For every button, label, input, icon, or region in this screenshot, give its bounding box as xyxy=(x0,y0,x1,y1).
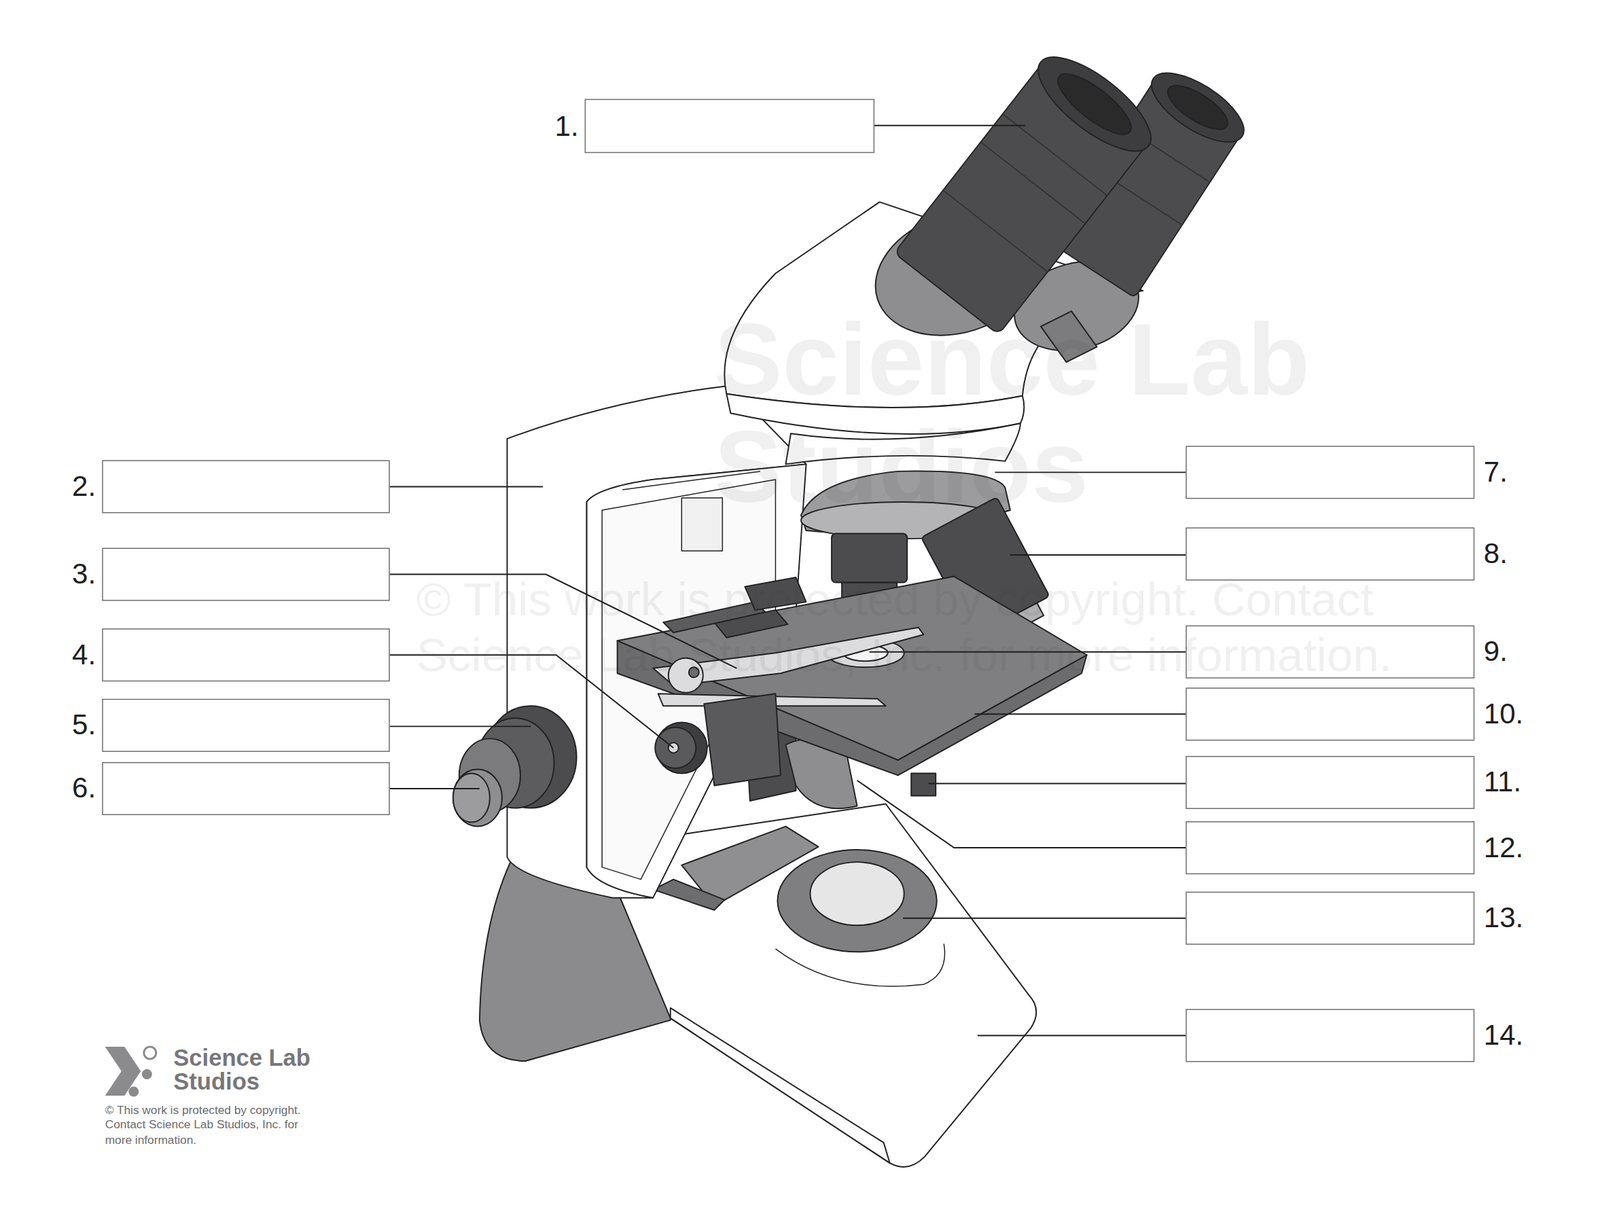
eyepiece xyxy=(1024,40,1166,167)
logo-mark xyxy=(144,1046,157,1060)
eyepiece xyxy=(892,40,1166,336)
eyepiece xyxy=(1140,59,1255,155)
label-box: 12. xyxy=(1185,821,1475,875)
callout-number: 11. xyxy=(1483,768,1522,797)
callout-number: 5. xyxy=(72,711,96,740)
leader-line xyxy=(977,1034,1186,1037)
callout-number: 6. xyxy=(72,774,96,804)
microscope-base xyxy=(810,862,905,926)
microscope-base xyxy=(670,1008,891,1164)
callout-number: 3. xyxy=(72,560,96,590)
leader-line xyxy=(1010,554,1186,556)
copyright-note: © This work is protected by copyright. C… xyxy=(105,1103,325,1148)
label-box: 1. xyxy=(584,99,876,154)
label-box: 14. xyxy=(1185,1008,1475,1062)
callout-number: 4. xyxy=(72,640,96,670)
label-box: 13. xyxy=(1185,892,1475,946)
eyepiece xyxy=(1049,64,1140,145)
label-box: 2. xyxy=(101,459,390,513)
label-box: 3. xyxy=(101,548,390,602)
label-box: 7. xyxy=(1185,445,1475,499)
leader-line xyxy=(974,713,1186,715)
stage xyxy=(703,693,781,786)
logo-mark xyxy=(105,1046,157,1098)
watermark-text: Science Lab Studios xyxy=(714,306,1449,521)
callout-number: 8. xyxy=(1483,540,1508,569)
eyepiece xyxy=(980,141,1086,224)
label-box: 4. xyxy=(101,628,390,682)
leader-line xyxy=(874,125,1026,127)
callout-number: 7. xyxy=(1483,457,1508,487)
leader-line xyxy=(902,917,1186,920)
label-box: 10. xyxy=(1185,687,1475,741)
callout-number: 10. xyxy=(1483,699,1524,729)
callout-number: 1. xyxy=(555,111,579,140)
callout-number: 14. xyxy=(1483,1021,1524,1050)
focus-knob xyxy=(453,773,490,823)
leader-line xyxy=(857,780,1187,848)
logo-mark xyxy=(141,1069,153,1080)
microscope-base xyxy=(652,879,725,911)
leader-line xyxy=(928,782,1186,785)
leader-line xyxy=(389,788,480,790)
logo-mark xyxy=(128,1087,139,1098)
label-box: 11. xyxy=(1185,756,1475,810)
microscope-base xyxy=(777,849,937,952)
callout-number: 13. xyxy=(1483,904,1524,933)
leader-line xyxy=(389,485,543,488)
eyepiece xyxy=(894,63,1147,335)
label-box: 5. xyxy=(101,699,390,753)
focus-knob xyxy=(654,727,696,769)
stage xyxy=(911,773,936,796)
watermark-note: © This work is protected by copyright. C… xyxy=(416,571,1448,685)
callout-number: 2. xyxy=(72,472,96,501)
eyepiece xyxy=(1161,77,1234,138)
logo-text: Science Lab Studios xyxy=(173,1046,327,1094)
callout-number: 12. xyxy=(1483,833,1524,863)
label-box: 6. xyxy=(101,762,390,816)
eyepiece xyxy=(943,190,1048,272)
eyepiece xyxy=(892,40,1255,336)
callout-number: 9. xyxy=(1483,637,1508,667)
leader-line xyxy=(389,725,531,727)
focus-knob xyxy=(453,705,708,827)
focus-knob xyxy=(453,769,503,827)
